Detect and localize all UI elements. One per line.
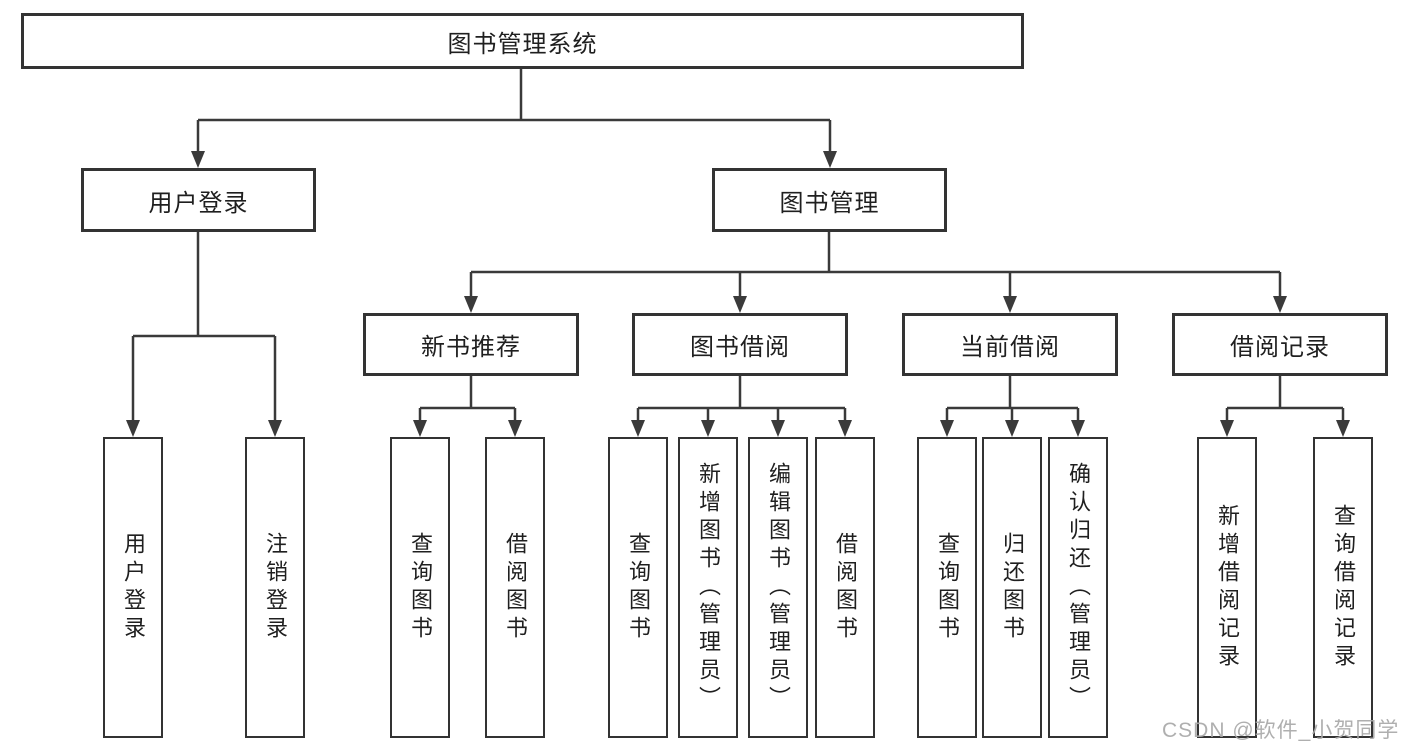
leaf-label: 新增图书（管理员） bbox=[696, 461, 721, 714]
node-user-login: 用户登录 bbox=[81, 168, 316, 232]
node-current-borrow: 当前借阅 bbox=[902, 313, 1118, 376]
node-book-management: 图书管理 bbox=[712, 168, 947, 232]
leaf-label: 查询图书 bbox=[935, 531, 960, 644]
leaf-logout: 注销登录 bbox=[245, 437, 305, 738]
node-label: 新书推荐 bbox=[421, 334, 521, 361]
node-label: 图书借阅 bbox=[690, 334, 790, 361]
node-label: 图书管理系统 bbox=[447, 30, 598, 58]
leaf-borrow-add-books-admin: 新增图书（管理员） bbox=[678, 437, 738, 738]
leaf-recommend-query-books: 查询图书 bbox=[390, 437, 450, 738]
node-label: 图书管理 bbox=[779, 189, 880, 217]
leaf-current-query-books: 查询图书 bbox=[917, 437, 977, 738]
leaf-user-login: 用户登录 bbox=[103, 437, 163, 738]
leaf-label: 确认归还（管理员） bbox=[1066, 461, 1091, 714]
leaf-label: 查询图书 bbox=[626, 531, 651, 644]
leaf-recommend-borrow-books: 借阅图书 bbox=[485, 437, 545, 738]
node-library-management-system: 图书管理系统 bbox=[21, 13, 1024, 69]
leaf-label: 借阅图书 bbox=[503, 531, 528, 644]
node-label: 借阅记录 bbox=[1230, 334, 1330, 361]
leaf-borrow-borrow-books: 借阅图书 bbox=[815, 437, 875, 738]
leaf-records-query-record: 查询借阅记录 bbox=[1313, 437, 1373, 738]
leaf-label: 注销登录 bbox=[263, 531, 288, 644]
leaf-label: 借阅图书 bbox=[833, 531, 858, 644]
leaf-label: 查询借阅记录 bbox=[1331, 503, 1356, 672]
leaf-label: 用户登录 bbox=[121, 531, 146, 644]
node-label: 当前借阅 bbox=[960, 334, 1060, 361]
leaf-borrow-edit-books-admin: 编辑图书（管理员） bbox=[748, 437, 808, 738]
node-book-borrow: 图书借阅 bbox=[632, 313, 848, 376]
leaf-label: 归还图书 bbox=[1000, 531, 1025, 644]
csdn-watermark: CSDN @软件_小贺同学 bbox=[1162, 719, 1400, 742]
node-borrow-records: 借阅记录 bbox=[1172, 313, 1388, 376]
leaf-borrow-query-books: 查询图书 bbox=[608, 437, 668, 738]
leaf-label: 查询图书 bbox=[408, 531, 433, 644]
node-label: 用户登录 bbox=[148, 189, 249, 217]
leaf-current-return-books: 归还图书 bbox=[982, 437, 1042, 738]
leaf-current-confirm-return-admin: 确认归还（管理员） bbox=[1048, 437, 1108, 738]
leaf-label: 新增借阅记录 bbox=[1215, 503, 1240, 672]
node-new-book-recommend: 新书推荐 bbox=[363, 313, 579, 376]
leaf-records-add-record: 新增借阅记录 bbox=[1197, 437, 1257, 738]
leaf-label: 编辑图书（管理员） bbox=[766, 461, 791, 714]
